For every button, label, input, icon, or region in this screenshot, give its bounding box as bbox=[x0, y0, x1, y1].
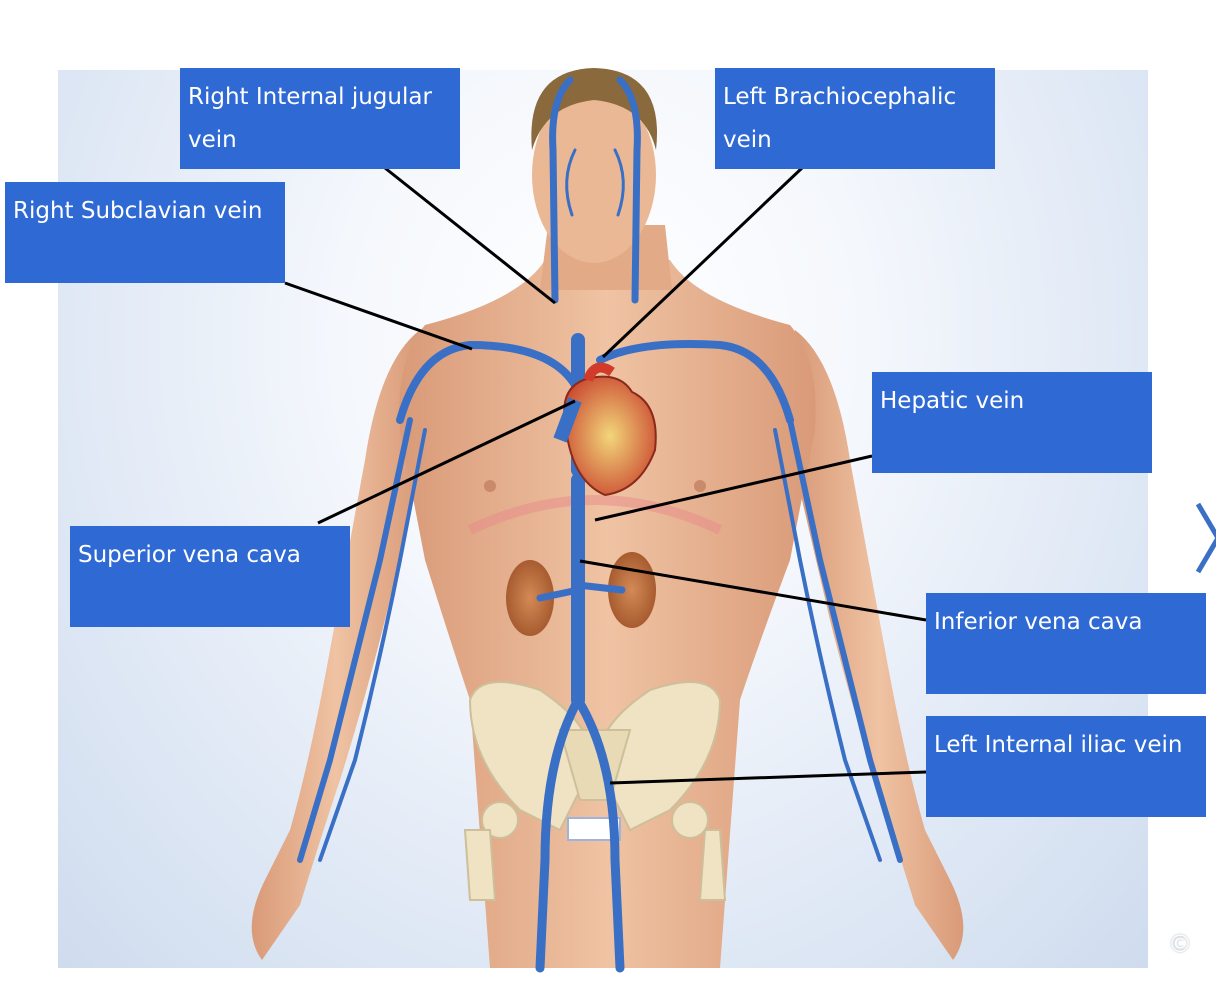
right-kidney bbox=[506, 560, 554, 636]
label-left-internal-iliac-vein[interactable]: Left Internal iliac vein bbox=[926, 716, 1206, 817]
label-superior-vena-cava[interactable]: Superior vena cava bbox=[70, 526, 350, 627]
label-hepatic-vein[interactable]: Hepatic vein bbox=[872, 372, 1152, 473]
chevron-right-icon[interactable] bbox=[1192, 498, 1216, 578]
label-right-subclavian-vein[interactable]: Right Subclavian vein bbox=[5, 182, 285, 283]
label-right-internal-jugular-vein[interactable]: Right Internal jugular vein bbox=[180, 68, 460, 169]
copyright-mark: © bbox=[1168, 930, 1192, 958]
label-inferior-vena-cava[interactable]: Inferior vena cava bbox=[926, 593, 1206, 694]
label-left-brachiocephalic-vein[interactable]: Left Brachiocephalic vein bbox=[715, 68, 995, 169]
pelvis-bones bbox=[463, 681, 727, 901]
